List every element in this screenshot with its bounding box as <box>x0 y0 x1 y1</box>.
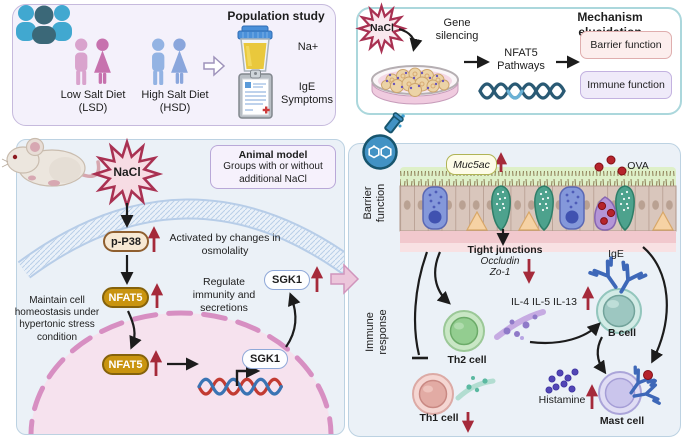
b-cell-label: B cell <box>607 327 636 339</box>
th2-cell-label: Th2 cell <box>447 354 487 366</box>
dna-helix-icon <box>478 82 566 100</box>
trend-arrows <box>147 152 599 433</box>
sgk1-pill-nucleus: SGK1 <box>242 349 288 369</box>
flask-icon <box>362 112 405 170</box>
regulate-label: Regulate immunity and secretions <box>192 276 256 314</box>
ige-label: IgE <box>608 248 624 260</box>
inhibition-line <box>412 251 429 360</box>
connector-arrows <box>120 27 668 375</box>
interleukins-label: IL-4 IL-5 IL-13 <box>511 296 577 308</box>
petri-dish-icon <box>371 65 459 105</box>
sodium-label: Na+ <box>297 41 319 53</box>
th1-cell-label: Th1 cell <box>419 412 459 424</box>
th1-cytokines <box>455 376 496 401</box>
sgk1-pill-outer: SGK1 <box>264 270 310 290</box>
muc5ac-box: Muc5ac <box>446 154 497 175</box>
people-group-icon <box>16 5 72 44</box>
mouse-icon <box>1 137 101 187</box>
animal-model-box: Animal model Groups with or without addi… <box>210 145 336 189</box>
population-title: Population study <box>227 9 325 23</box>
tight-junctions-label: Tight junctions <box>467 244 543 256</box>
animal-nacl-label: NaCl <box>113 165 141 179</box>
histamine-dots <box>545 368 579 394</box>
b-cell-icon <box>596 288 642 334</box>
gene-silencing-label: Gene silencing <box>435 17 479 43</box>
hsd-label: High Salt Diet (HSD) <box>141 89 209 115</box>
maintain-label: Maintain cell homeostasis under hyperton… <box>14 295 100 343</box>
animal-model-title: Animal model <box>238 149 308 161</box>
urine-cup-icon <box>237 25 273 72</box>
occludin-label: Occludin <box>480 256 520 267</box>
barrier-function-box: Barrier function <box>580 31 672 59</box>
chevron-arrow-icon <box>203 55 226 77</box>
lsd-couple-icon <box>75 38 111 86</box>
mech-nacl-label: NaCl <box>370 22 394 34</box>
immune-response-axis-label: Immune response <box>363 309 389 355</box>
animal-model-subtitle: Groups with or without additional NaCl <box>223 161 323 185</box>
hsd-couple-icon <box>152 38 188 86</box>
mast-antibody-icons <box>620 365 661 409</box>
lsd-label: Low Salt Diet (LSD) <box>60 89 126 115</box>
ige-symptoms-label: IgE Symptoms <box>281 81 333 107</box>
p-p38-pill: p-P38 <box>103 231 149 252</box>
mast-cell-label: Mast cell <box>599 415 645 427</box>
ova-particles <box>594 155 627 225</box>
nfat5-pill-cytoplasm: NFAT5 <box>102 287 149 308</box>
pink-block-arrow <box>330 263 360 295</box>
barrier-function-axis-label: Barrier function <box>361 183 387 223</box>
activated-label: Activated by changes in osmolality <box>169 232 281 257</box>
mast-cell-icon <box>598 371 642 415</box>
ova-label: OVA <box>627 160 649 172</box>
th2-cytokines <box>494 309 546 340</box>
epithelium-illustration <box>399 167 677 252</box>
histamine-label: Histamine <box>538 394 586 406</box>
nfat5-pathways-label: NFAT5 Pathways <box>497 47 545 73</box>
immune-function-box: Immune function <box>580 71 672 99</box>
th2-cell-icon <box>443 310 485 352</box>
cell-membrane <box>17 198 344 279</box>
nfat5-pill-nucleus: NFAT5 <box>102 354 149 375</box>
zo1-label: Zo-1 <box>489 267 511 278</box>
clipboard-icon <box>238 69 273 119</box>
transcription-dna-icon <box>197 363 284 396</box>
th1-cell-icon <box>412 373 454 415</box>
